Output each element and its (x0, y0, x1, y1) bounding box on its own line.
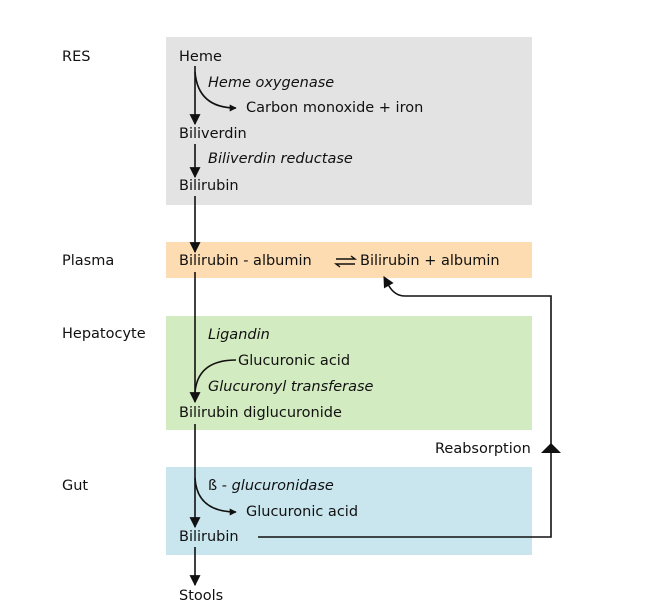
biliverdin-reductase-text: Biliverdin reductase (208, 151, 353, 167)
res-label: RES (62, 49, 91, 65)
beta-symbol: ß - (208, 478, 232, 494)
stools-text: Stools (179, 588, 224, 604)
plasma-label: Plasma (62, 253, 115, 269)
gut-bilirubin-text: Bilirubin (179, 529, 239, 545)
glucuronyl-transferase-text: Glucuronyl transferase (208, 379, 374, 395)
bilirubin-albumin-bound-text: Bilirubin - albumin (179, 253, 312, 269)
glucuronidase-text: ß - glucuronidase (208, 477, 334, 495)
bilirubin-plus-albumin-text: Bilirubin + albumin (360, 253, 500, 269)
arrow-to-carbon-monoxide (194, 71, 237, 112)
heme-oxygenase-text: Heme oxygenase (208, 75, 335, 91)
reabsorption-text: Reabsorption (435, 441, 531, 457)
gut-glucuronic-acid-text: Glucuronic acid (246, 504, 359, 520)
biliverdin-text: Biliverdin (179, 126, 247, 142)
gut-label: Gut (62, 478, 89, 494)
reabsorption-arrowhead (541, 443, 561, 453)
hepatocyte-glucuronic-acid-text: Glucuronic acid (238, 353, 351, 369)
glucuronidase-name: glucuronidase (231, 478, 334, 494)
hepatocyte-label: Hepatocyte (62, 326, 146, 342)
bilirubin-diglucuronide-text: Bilirubin diglucuronide (179, 405, 342, 421)
arrow-glucuronic-acid-in (194, 359, 237, 393)
hepatocyte-box (166, 316, 532, 430)
res-bilirubin-text: Bilirubin (179, 178, 239, 194)
arrow-to-glucuronic-acid-gut (194, 477, 237, 516)
carbon-monoxide-iron-text: Carbon monoxide + iron (246, 100, 424, 116)
heme-text: Heme (179, 49, 222, 65)
equilibrium-forward-arrow (336, 255, 358, 260)
equilibrium-reverse-arrow (333, 263, 355, 268)
plasma-box (166, 242, 532, 278)
res-box (166, 37, 532, 205)
reabsorption-loop (258, 276, 552, 538)
ligandin-text: Ligandin (208, 327, 270, 343)
